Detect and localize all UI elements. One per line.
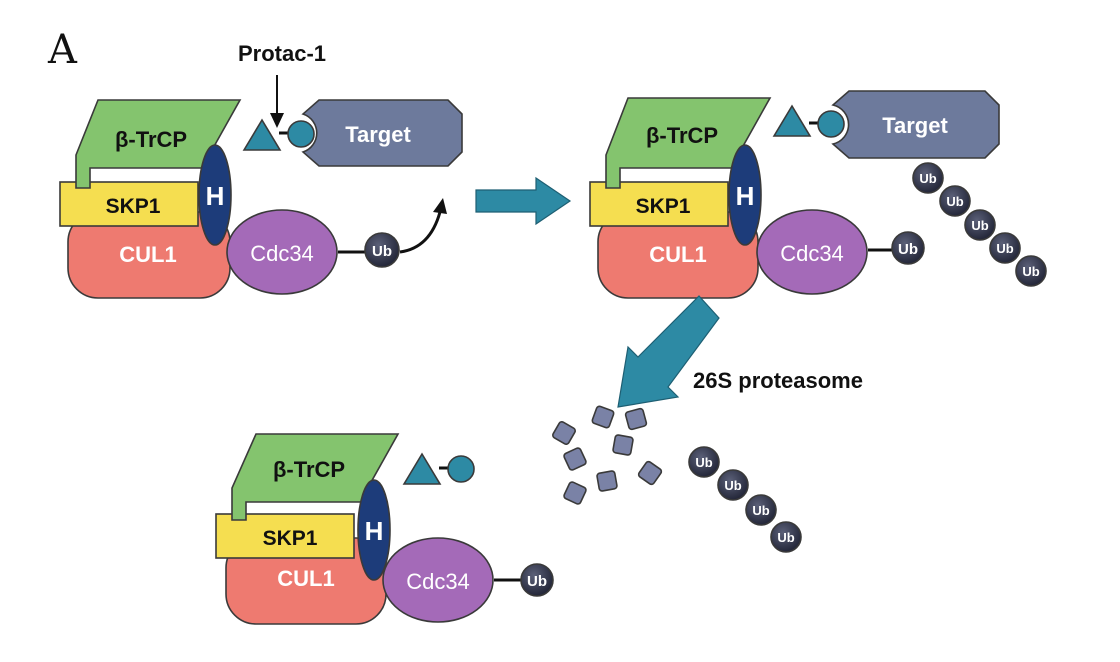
target-label: Target (882, 113, 948, 138)
cdc34-shape (382, 537, 494, 623)
cul1-label: CUL1 (649, 242, 706, 267)
btrcp-label: β-TrCP (115, 127, 187, 152)
ub-icon (964, 209, 996, 241)
protac-triangle (402, 452, 442, 485)
ub-label: Ub (695, 455, 712, 470)
complex-initial: CUL1 SKP1 β-TrCP H Cdc34 Ub Target (59, 99, 463, 299)
skp1-label: SKP1 (106, 195, 161, 218)
ub-icon (912, 162, 944, 194)
skp1-shape (589, 181, 729, 227)
hrt-shape (728, 144, 762, 246)
cul1-label: CUL1 (119, 242, 176, 267)
btrcp-shape (75, 99, 242, 189)
ub-icon (989, 232, 1021, 264)
ub-icon (717, 469, 749, 501)
btrcp-shape (605, 97, 772, 189)
ub-label: Ub (996, 241, 1013, 256)
panel-label: A (47, 27, 78, 73)
ub-label: Ub (898, 241, 918, 258)
protac-circle (287, 120, 315, 148)
fragment (552, 421, 576, 445)
hrt-shape (198, 144, 232, 246)
skp1-label: SKP1 (636, 195, 691, 218)
polyubiquitin-chain: Ub Ub Ub Ub Ub (912, 162, 1047, 287)
ub-label: Ub (1022, 264, 1039, 279)
cul1-label: CUL1 (277, 566, 334, 591)
btrcp-label: β-TrCP (273, 457, 345, 482)
cdc34-shape (756, 209, 868, 295)
cdc34-label: Cdc34 (406, 569, 470, 594)
cdc34-label: Cdc34 (780, 241, 844, 266)
ub-icon (364, 232, 400, 268)
fragment (596, 470, 618, 492)
hrt-shape (357, 479, 391, 581)
protac-circle (447, 455, 475, 483)
protac-circle (817, 110, 845, 138)
ub-icon (520, 563, 554, 597)
target-shape (831, 90, 1000, 159)
complex-recycled: CUL1 SKP1 β-TrCP H Cdc34 Ub (215, 433, 554, 625)
hrt-label: H (736, 181, 755, 211)
ub-label: Ub (372, 243, 392, 260)
fragment (591, 405, 615, 429)
btrcp-shape (231, 433, 400, 521)
target-label: Target (345, 122, 411, 147)
hrt-label: H (206, 181, 225, 211)
cdc34-shape (226, 209, 338, 295)
ub-icon (688, 446, 720, 478)
target-shape (301, 99, 463, 167)
ub-icon (745, 494, 777, 526)
released-polyubiquitin-chain: Ub Ub Ub Ub (688, 446, 802, 553)
fragment (624, 407, 648, 431)
transfer-arrow-curve (399, 211, 442, 254)
btrcp-label: β-TrCP (646, 123, 718, 148)
complex-ubiquitinated: CUL1 SKP1 β-TrCP H Cdc34 Ub Target Ub Ub… (589, 90, 1047, 299)
skp1-label: SKP1 (263, 527, 318, 550)
protac-triangle (242, 118, 282, 151)
ub-icon (939, 185, 971, 217)
ub-icon (770, 521, 802, 553)
hrt-label: H (365, 516, 384, 546)
fragment (637, 460, 663, 486)
fragment (612, 434, 634, 456)
degraded-target-fragments (552, 405, 663, 505)
fragment (563, 447, 587, 471)
transfer-arrow-head (433, 198, 447, 214)
ub-icon (891, 231, 925, 265)
cdc34-label: Cdc34 (250, 241, 314, 266)
protac-label: Protac-1 (238, 41, 326, 66)
fragment (563, 481, 587, 505)
step-arrow-diagonal (617, 295, 720, 408)
ub-label: Ub (919, 171, 936, 186)
ub-icon (1015, 255, 1047, 287)
ub-label: Ub (777, 530, 794, 545)
protac-triangle (772, 104, 812, 137)
ub-label: Ub (724, 478, 741, 493)
ub-label: Ub (752, 503, 769, 518)
ub-label: Ub (527, 573, 547, 590)
proteasome-label: 26S proteasome (693, 368, 863, 393)
skp1-shape (215, 513, 355, 559)
skp1-shape (59, 181, 199, 227)
step-arrow-right (475, 176, 572, 226)
protac-pointer-head (270, 113, 284, 128)
ub-label: Ub (971, 218, 988, 233)
ub-label: Ub (946, 194, 963, 209)
